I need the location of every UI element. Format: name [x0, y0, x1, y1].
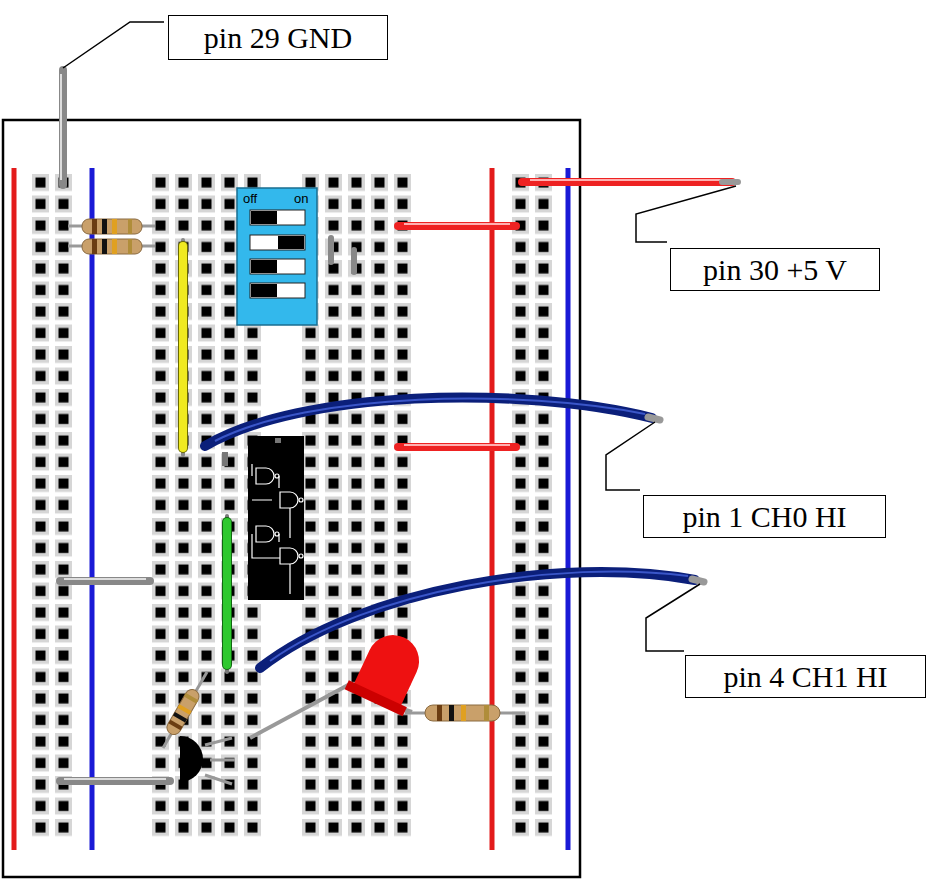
pin-label-box: pin 4 CH1 HI [685, 655, 926, 698]
red-wire [398, 445, 516, 447]
pin-label: pin 1 CH0 HI [682, 500, 846, 533]
ch0-wire [205, 397, 660, 446]
ground-rail-line [566, 168, 571, 850]
jumper-wire [331, 238, 354, 272]
resistor-symbol [68, 239, 155, 254]
pin-label: pin 4 CH1 HI [723, 660, 887, 693]
power-rail-line [490, 168, 495, 850]
pin-label-box: pin 29 GND [168, 15, 388, 60]
ground-rail-line [90, 168, 95, 850]
green-wire [227, 516, 228, 672]
power-wire [522, 180, 738, 182]
dip-switch [237, 188, 317, 325]
gray-wire [60, 779, 170, 781]
red-wire [398, 224, 516, 226]
breadboard-outline [3, 120, 580, 877]
led-symbol [250, 624, 433, 738]
leader-line [63, 22, 736, 651]
hole-group [512, 174, 552, 838]
gnd-wire [61, 70, 63, 185]
pin-label: pin 30 +5 V [703, 253, 847, 286]
pin-label-box: pin 30 +5 V [670, 248, 880, 291]
power-rail-line [12, 168, 17, 850]
nand-gate-chip [222, 436, 304, 600]
transistor-symbol [180, 736, 235, 784]
ch1-wire [260, 571, 704, 668]
switch-label: on [294, 192, 308, 205]
hole-group [302, 174, 411, 838]
pin-label: pin 29 GND [204, 21, 352, 54]
resistor-symbol [405, 705, 525, 721]
gray-wire [60, 579, 150, 581]
yellow-wire [183, 240, 184, 455]
resistor-symbol [163, 672, 207, 748]
switch-label: off [243, 192, 257, 205]
resistor-symbol [68, 219, 155, 234]
pin-label-box: pin 1 CH0 HI [643, 495, 886, 538]
hole-group [32, 174, 72, 838]
